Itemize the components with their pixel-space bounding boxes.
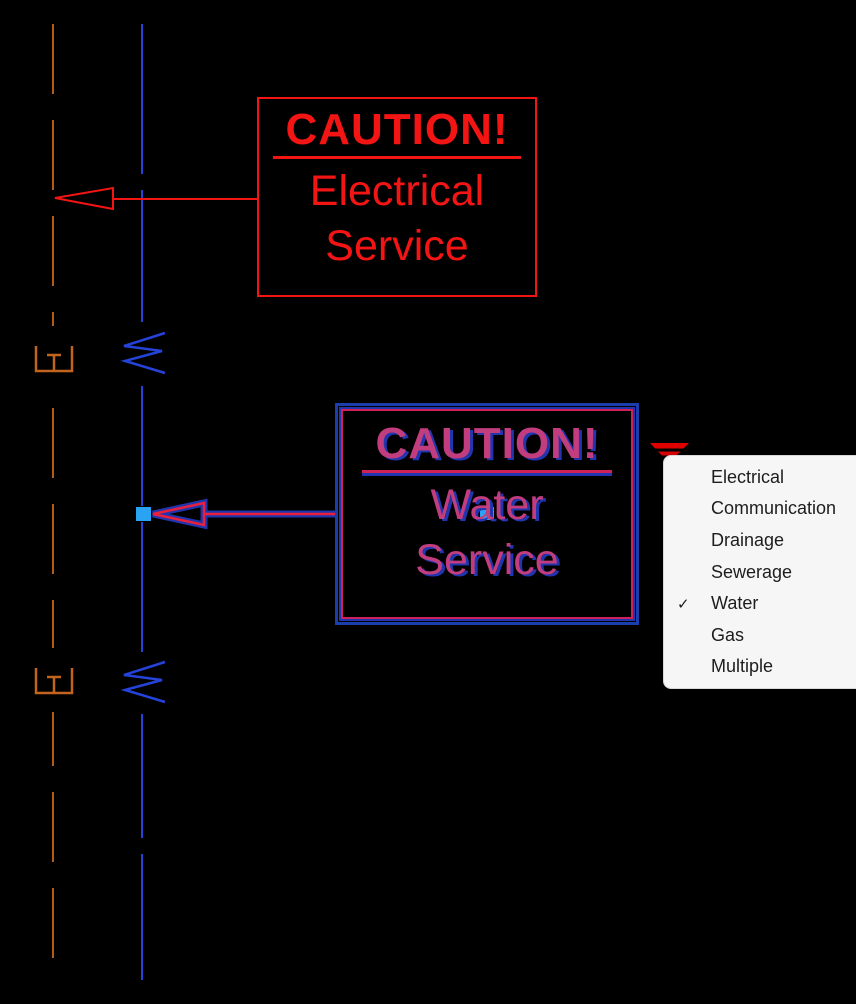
title-underline	[362, 470, 612, 474]
menu-item-sewerage[interactable]: Sewerage	[664, 557, 856, 588]
menu-item-label: Multiple	[711, 656, 774, 677]
menu-item-multiple[interactable]: Multiple	[664, 651, 856, 682]
menu-item-label: Electrical	[711, 466, 785, 487]
check-icon: ✓	[677, 595, 690, 613]
water-caution-callout[interactable]: CAUTION! Water Service	[335, 403, 639, 625]
leader-arrow-grip[interactable]	[136, 507, 151, 521]
menu-item-electrical[interactable]: Electrical	[664, 462, 856, 493]
water-leader[interactable]	[152, 501, 337, 527]
callout-line2: Service	[325, 222, 469, 271]
electrical-caution-callout[interactable]: CAUTION! Electrical Service	[257, 97, 537, 297]
callout-line2: Service	[415, 536, 559, 585]
electrical-leader[interactable]	[54, 186, 259, 211]
menu-item-communication[interactable]: Communication	[664, 493, 856, 524]
letter-w-line-marker	[120, 331, 166, 375]
callout-title: CAUTION!	[375, 419, 599, 468]
letter-e-line-marker	[34, 668, 74, 695]
menu-item-drainage[interactable]: Drainage	[664, 525, 856, 556]
callout-title: CAUTION!	[285, 105, 509, 154]
menu-item-water[interactable]: ✓ Water	[664, 588, 856, 619]
menu-item-label: Water	[711, 593, 759, 614]
letter-e-line-marker	[34, 346, 74, 373]
menu-item-label: Drainage	[711, 529, 785, 550]
callout-text-grip[interactable]	[480, 507, 494, 520]
menu-item-label: Communication	[711, 498, 837, 519]
callout-line1: Water	[430, 481, 544, 530]
title-underline	[273, 156, 521, 160]
water-callout-frame: CAUTION! Water Service	[341, 409, 633, 619]
menu-item-label: Sewerage	[711, 561, 793, 582]
callout-line1: Electrical	[309, 167, 485, 216]
menu-item-gas[interactable]: Gas	[664, 620, 856, 651]
letter-w-line-marker	[120, 660, 166, 704]
menu-item-label: Gas	[711, 624, 745, 645]
leader-type-context-menu: Electrical Communication Drainage Sewera…	[663, 455, 856, 689]
